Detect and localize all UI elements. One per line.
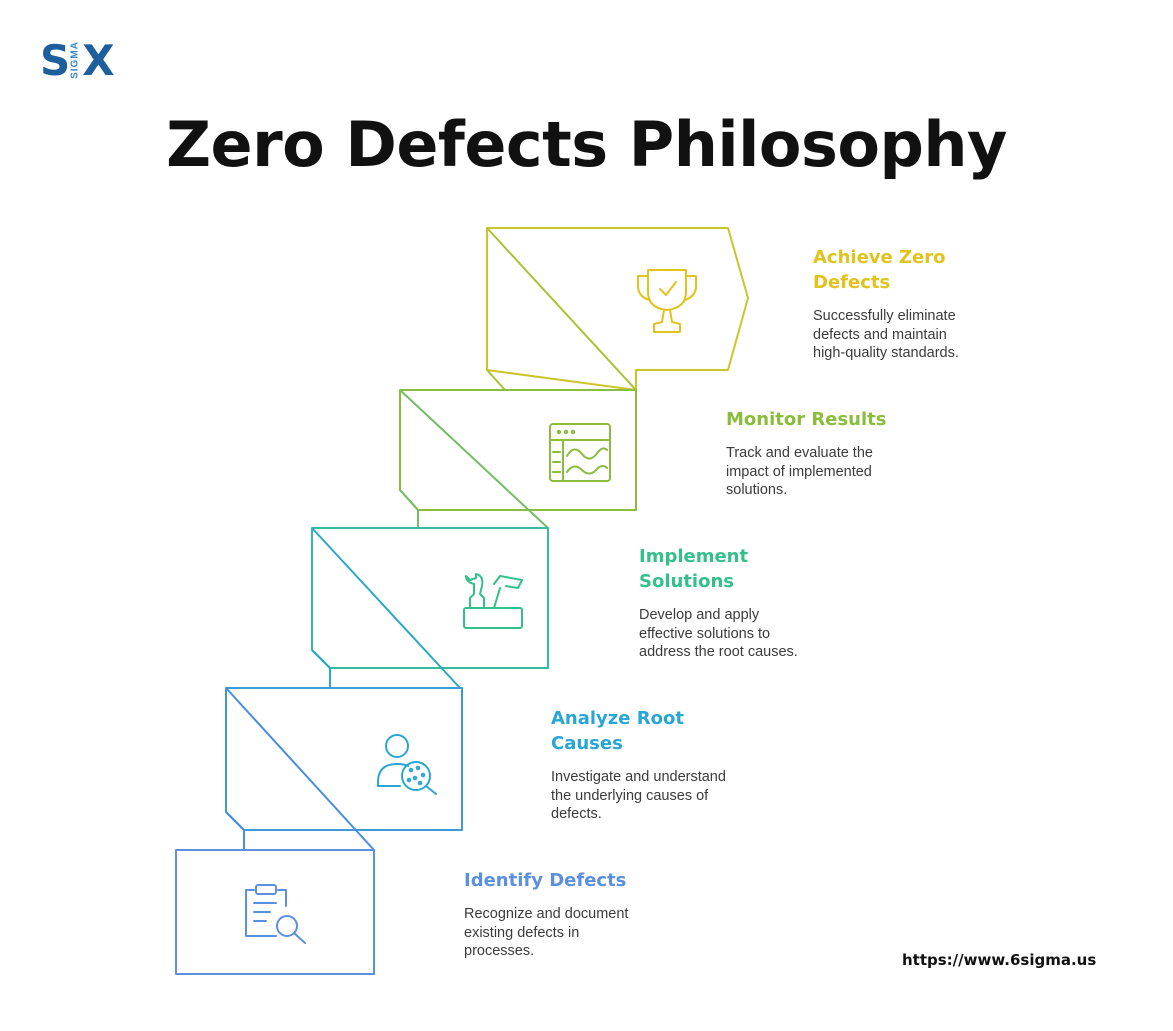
page-title: Zero Defects Philosophy bbox=[166, 108, 1007, 181]
tools-toolbox-icon bbox=[463, 573, 523, 629]
step-description: Investigate and understand the underlyin… bbox=[551, 769, 726, 822]
step-implement-solutions: Implement Solutions Develop and apply ef… bbox=[639, 544, 799, 662]
person-magnifier-icon bbox=[377, 734, 437, 795]
step-5-shape bbox=[486, 227, 749, 391]
step-monitor-results: Monitor Results Track and evaluate the i… bbox=[726, 407, 976, 500]
logo-letter-x: X bbox=[82, 36, 114, 85]
step-title: Implement Solutions bbox=[639, 546, 749, 592]
footer-url[interactable]: https://www.6sigma.us bbox=[902, 951, 1097, 969]
step-4-shape bbox=[399, 389, 637, 529]
step-identify-defects: Identify Defects Recognize and document … bbox=[464, 868, 714, 961]
clipboard-search-icon bbox=[245, 884, 306, 944]
step-title: Monitor Results bbox=[726, 409, 887, 430]
step-description: Successfully eliminate defects and maint… bbox=[813, 308, 959, 361]
step-2-shape bbox=[225, 687, 463, 851]
trophy-check-icon bbox=[637, 269, 697, 333]
step-title: Analyze Root Causes bbox=[551, 708, 684, 754]
step-achieve-zero-defects: Achieve Zero Defects Successfully elimin… bbox=[813, 245, 993, 363]
step-analyze-root-causes: Analyze Root Causes Investigate and unde… bbox=[551, 706, 741, 824]
step-title: Achieve Zero Defects bbox=[813, 247, 946, 293]
step-description: Develop and apply effective solutions to… bbox=[639, 607, 798, 660]
step-3-shape bbox=[311, 527, 549, 689]
step-title: Identify Defects bbox=[464, 870, 627, 891]
dashboard-wave-icon bbox=[549, 423, 611, 482]
step-description: Track and evaluate the impact of impleme… bbox=[726, 445, 873, 498]
step-description: Recognize and document existing defects … bbox=[464, 906, 629, 959]
step-1-shape bbox=[175, 849, 375, 975]
logo-letter-s: S bbox=[40, 36, 70, 85]
